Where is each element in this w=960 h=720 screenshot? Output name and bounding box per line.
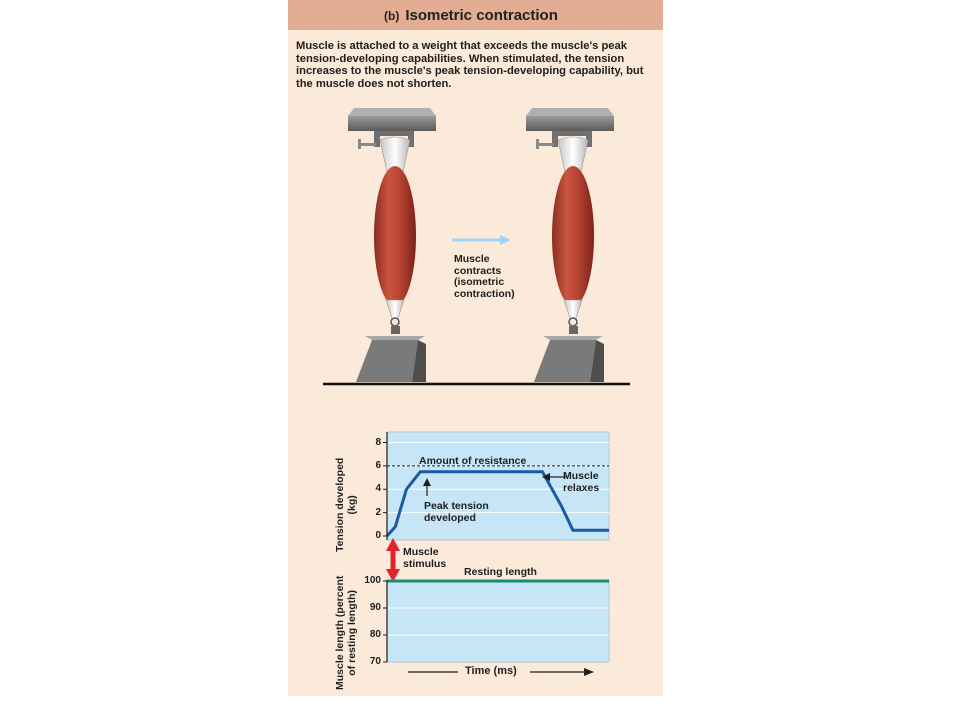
length-plot-area [386, 579, 610, 663]
relaxes-label-line: Muscle [563, 470, 599, 482]
peak-arrow-icon [423, 478, 431, 496]
contraction-label-line: contraction) [454, 287, 515, 300]
figure-header-bar [288, 0, 663, 30]
left-upper-tendon [379, 136, 411, 173]
time-axis-arrow-icon [408, 668, 594, 676]
peak-label-line: developed [424, 511, 476, 524]
right-muscle [552, 166, 594, 306]
stimulus-label-line: Muscle [403, 546, 439, 558]
peak-label-line: Peak tension [424, 500, 489, 512]
left-lower-tendon [385, 299, 405, 319]
left-muscle [374, 166, 416, 306]
axis-title-line: Tension developed [334, 457, 346, 552]
time-axis-label: Time (ms) [465, 665, 517, 677]
tension-curve [385, 470, 609, 537]
y-tick-label: 6 [375, 459, 381, 471]
right-upper-tendon [557, 136, 589, 173]
y-tick-label: 100 [364, 575, 381, 586]
right-lower-tendon [563, 299, 583, 319]
illustration [323, 108, 630, 676]
stimulus-label-line: stimulus [403, 557, 447, 570]
contraction-label-line: (isometric [454, 276, 505, 288]
axis-title-line: (kg) [345, 495, 358, 515]
y-tick-label: 2 [375, 506, 381, 518]
y-tick-label: 70 [369, 656, 381, 667]
left-weight-icon [356, 326, 426, 382]
left-clamp-icon [348, 108, 436, 149]
y-tick-label: 0 [375, 530, 381, 541]
figure-description: Muscle is attached to a weight that exce… [296, 40, 644, 90]
stimulus-arrow-icon [386, 538, 400, 582]
left-apparatus [348, 108, 436, 382]
stimulus-label: Muscle stimulus [403, 546, 447, 570]
right-clamp-icon [526, 108, 614, 149]
axis-title-line: of resting length) [345, 589, 358, 676]
contraction-label: Muscle contracts (isometric contraction) [454, 253, 515, 300]
figure-title: (b) Isometric contraction [384, 7, 558, 24]
contraction-arrow-icon [452, 235, 511, 245]
right-apparatus [526, 108, 614, 382]
y-tick-label: 90 [369, 602, 381, 613]
resting-length-label: Resting length [464, 566, 537, 578]
relaxes-arrow-icon [542, 473, 566, 481]
axis-title-line: Muscle length (percent [334, 575, 346, 690]
figure-title-text: Isometric contraction [405, 7, 558, 24]
resistance-label: Amount of resistance [419, 455, 527, 467]
contraction-label-line: Muscle [454, 253, 490, 265]
length-y-axis-title: Muscle length (percent of resting length… [334, 575, 358, 690]
peak-tension-label: Peak tension developed [424, 500, 489, 524]
relaxes-label: Muscle relaxes [563, 470, 600, 494]
relaxes-label-line: relaxes [563, 481, 600, 494]
y-tick-label: 8 [375, 436, 381, 448]
right-weight-icon [534, 326, 604, 382]
tension-y-axis-title: Tension developed (kg) [334, 457, 358, 552]
y-tick-label: 80 [369, 629, 381, 640]
figure-part-label: (b) [384, 9, 400, 23]
y-tick-label: 4 [375, 483, 381, 495]
contraction-label-line: contracts [454, 264, 502, 277]
